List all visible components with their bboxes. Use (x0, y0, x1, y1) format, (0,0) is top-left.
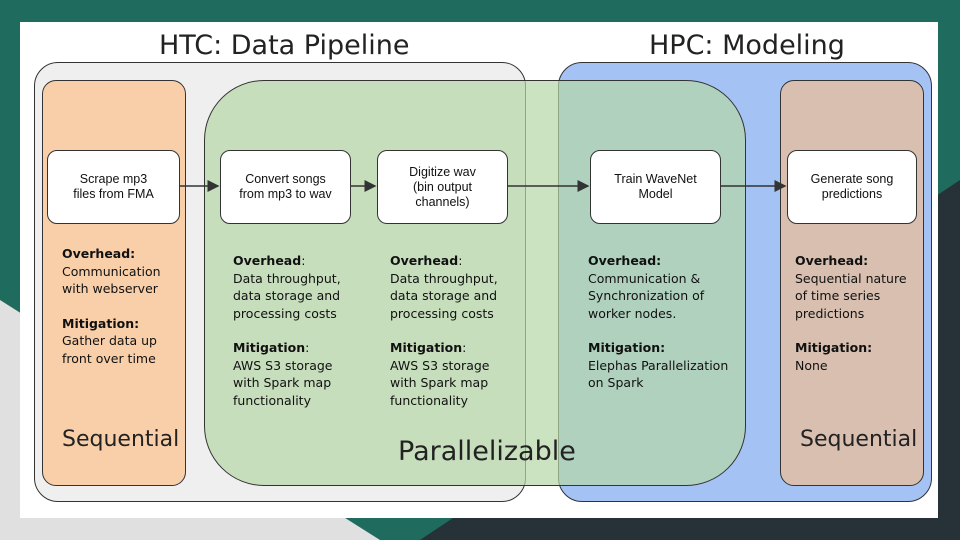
mitigation-label: Mitigation: (795, 340, 873, 355)
node-generate-predictions-label: Generate song predictions (810, 172, 894, 201)
mitigation-label: Mitigation: (62, 315, 140, 331)
label-sequential-left: Sequential (62, 427, 180, 452)
htc-heading: HTC: Data Pipeline (159, 30, 410, 61)
overhead-text: Data throughput, data storage and proces… (390, 270, 498, 321)
mitigation-label: Mitigation: (588, 340, 666, 355)
label-parallelizable: Parallelizable (398, 436, 576, 467)
sequential-stage-right (780, 80, 924, 486)
note-generate: Overhead: Sequential nature of time seri… (795, 252, 907, 374)
mitigation-text: Elephas Parallelization on Spark (588, 357, 729, 391)
overhead-colon: : (458, 253, 463, 268)
overhead-text: Data throughput, data storage and proces… (233, 270, 341, 321)
mitigation-text: Gather data up front over time (62, 333, 157, 366)
mitigation-text: None (795, 357, 828, 373)
mitigation-colon: : (305, 340, 310, 355)
node-generate-predictions: Generate song predictions (787, 150, 917, 224)
node-convert-songs-label: Convert songs from mp3 to wav (239, 172, 332, 201)
node-digitize-wav-label: Digitize wav (bin output channels) (409, 164, 476, 209)
note-scrape: Overhead: Communication with webserver M… (62, 245, 161, 367)
slide: HTC: Data Pipeline HPC: Modeling Scrape … (20, 22, 938, 518)
overhead-text: Sequential nature of time series predict… (795, 270, 907, 321)
mitigation-colon: : (462, 340, 467, 355)
note-convert: Overhead: Data throughput, data storage … (233, 252, 341, 409)
overhead-label: Overhead: (62, 246, 136, 261)
hpc-heading: HPC: Modeling (649, 30, 845, 61)
overhead-text: Communication with webserver (62, 263, 161, 297)
mitigation-label: Mitigation (233, 340, 306, 355)
overhead-colon: : (301, 253, 306, 268)
node-train-wavenet: Train WaveNet Model (590, 150, 721, 224)
overhead-label: Overhead: (795, 253, 869, 268)
parallelizable-region (204, 80, 746, 486)
note-digitize: Overhead: Data throughput, data storage … (390, 252, 498, 409)
overhead-label: Overhead (390, 253, 459, 268)
node-scrape-mp3: Scrape mp3 files from FMA (47, 150, 180, 224)
label-sequential-right: Sequential (800, 427, 918, 452)
mitigation-label: Mitigation (390, 340, 463, 355)
overhead-label: Overhead (233, 253, 302, 268)
node-train-wavenet-label: Train WaveNet Model (614, 172, 697, 201)
note-train: Overhead: Communication & Synchronizatio… (588, 252, 728, 392)
sequential-stage-left (42, 80, 186, 486)
overhead-label: Overhead: (588, 253, 662, 268)
overhead-text: Communication & Synchronization of worke… (588, 270, 705, 321)
node-convert-songs: Convert songs from mp3 to wav (220, 150, 351, 224)
mitigation-text: AWS S3 storage with Spark map functional… (390, 357, 490, 408)
node-digitize-wav: Digitize wav (bin output channels) (377, 150, 508, 224)
node-scrape-mp3-label: Scrape mp3 files from FMA (73, 172, 154, 201)
mitigation-text: AWS S3 storage with Spark map functional… (233, 357, 333, 408)
